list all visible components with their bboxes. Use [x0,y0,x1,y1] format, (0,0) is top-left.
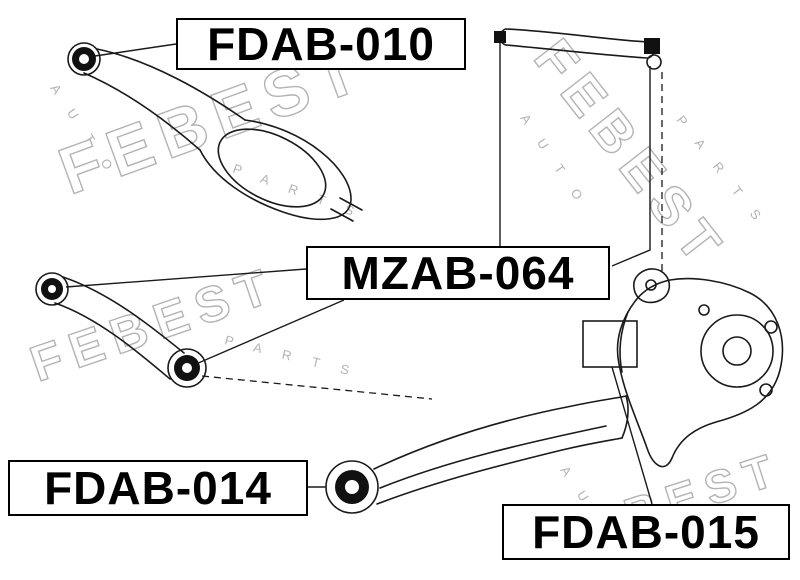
bushing-icon [646,54,662,70]
rear-upper-arm-drawing [494,28,662,70]
label-mzab-064: MZAB-064 [306,246,610,300]
bolt-hole [698,304,710,316]
label-fdab-014: FDAB-014 [8,460,308,516]
leader-lines [65,43,653,505]
hub-bore [700,314,774,388]
bolt-hole [764,320,778,334]
label-fdab-015: FDAB-015 [502,504,790,560]
trailing-arm-drawing [325,395,629,514]
watermark-parts-text: P A R T S [223,332,359,380]
lateral-arm-drawing [35,272,207,388]
leader-fdab015 [611,366,653,505]
bushing-icon [67,42,101,76]
bolt-hole [759,383,773,397]
leader-fdab010 [94,43,177,57]
dashed-axis-lines [201,72,663,400]
label-fdab-010: FDAB-010 [176,18,466,70]
bushing-icon [167,348,207,388]
bushing-marker [494,31,506,43]
bushing-icon [325,460,379,514]
bushing-icon [35,272,69,306]
fdab015-highlight-box [582,320,638,368]
leader-mzab064-bushing [195,299,345,365]
upper-control-arm-drawing [67,42,363,222]
leader-mzab064-right [611,66,651,267]
leader-mzab064-arm [65,268,307,288]
dashed-line [201,375,433,400]
bushing-marker [644,38,660,54]
knuckle-drawing [582,268,784,468]
